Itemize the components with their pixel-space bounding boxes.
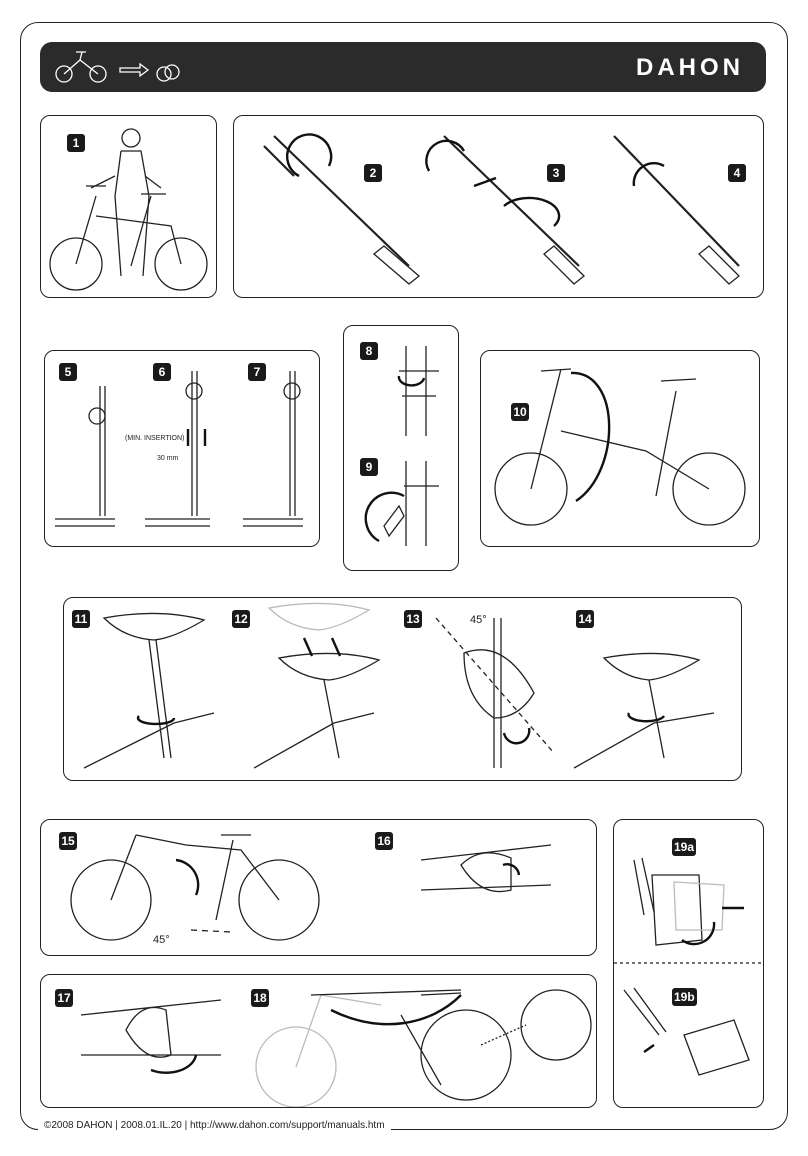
handlebar-illustrations [234,116,764,298]
fold-frame-illustrations [41,820,597,956]
panel-steps-5-7: 5 6 7 (MIN. INSERTION) 30 mm [44,350,320,547]
seatpost-illustrations [64,598,742,781]
header-bar: DAHON [40,42,766,92]
final-fold-illustrations [41,975,597,1108]
panel-step-10: 10 [480,350,760,547]
panel-steps-19: 19a 19b [613,819,764,1108]
panel-steps-17-18: 17 18 [40,974,597,1108]
pedal-fold-illustrations [614,820,764,1108]
fold-handlebar-illustration [481,351,760,547]
footer-copyright: ©2008 DAHON | 2008.01.IL.20 | http://www… [38,1120,391,1131]
stem-clamp-illustrations [344,326,459,571]
panel-steps-15-16: 15 16 45° [40,819,597,956]
panel-steps-11-14: 11 12 13 14 45° [63,597,742,781]
stem-height-illustrations [45,351,320,547]
panel-steps-2-4: 2 3 4 [233,115,764,298]
brand-logo: DAHON [636,54,744,82]
panel-steps-8-9: 8 9 [343,325,459,571]
panel-step-1: 1 [40,115,217,298]
fold-icon [40,42,180,92]
bike-unfolded-illustration [41,116,217,298]
